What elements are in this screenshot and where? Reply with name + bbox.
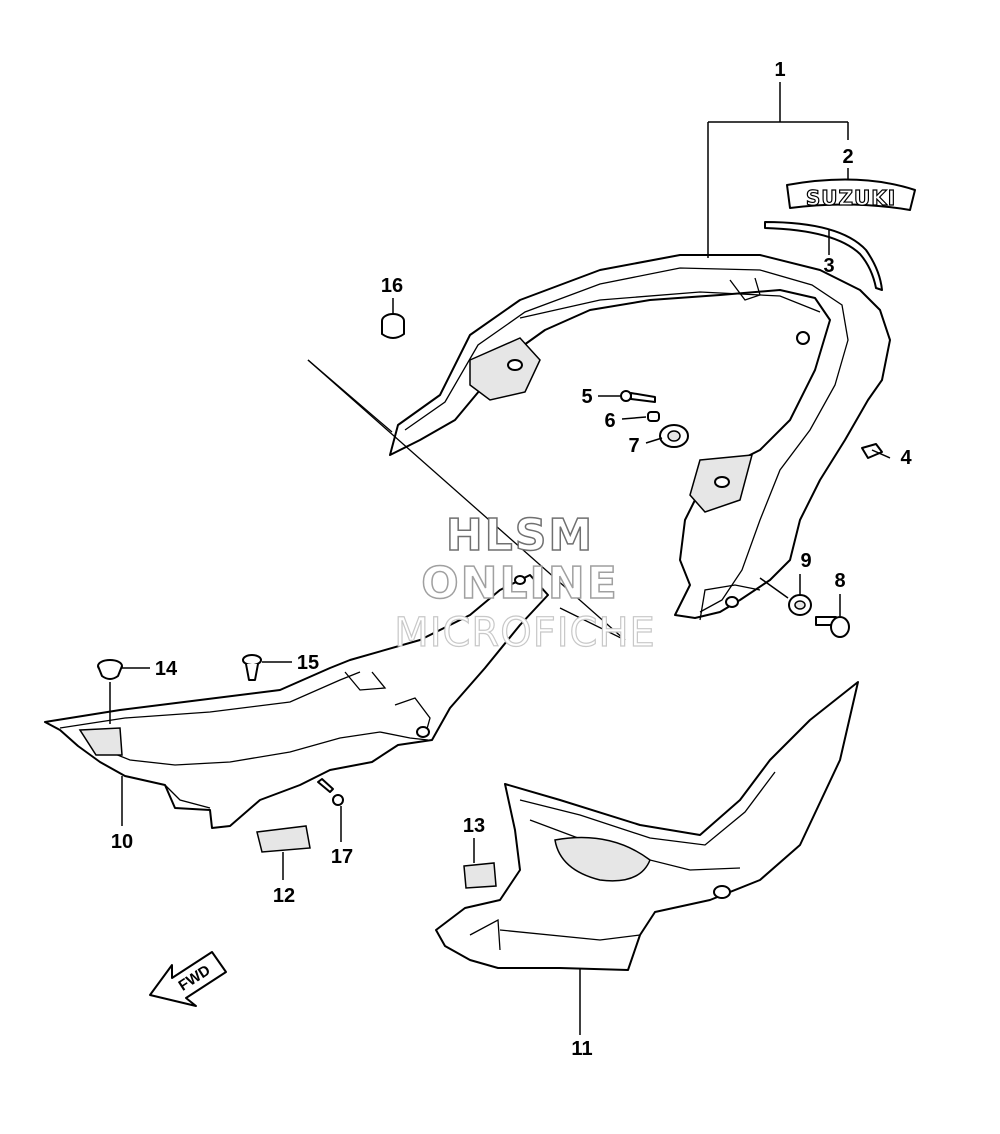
callout-16: 16 bbox=[381, 275, 403, 297]
side-cover-left bbox=[44, 574, 549, 829]
watermark-cross bbox=[307, 359, 626, 641]
watermark-line-1: HLSM bbox=[446, 510, 594, 561]
watermark-line-3: MICROFICHE bbox=[394, 610, 656, 656]
callout-17: 17 bbox=[331, 846, 353, 868]
tail-cowling bbox=[389, 254, 891, 621]
grommet-16 bbox=[381, 313, 405, 339]
callout-13: 13 bbox=[463, 815, 485, 837]
callout-2: 2 bbox=[842, 146, 853, 168]
callout-1: 1 bbox=[774, 59, 785, 81]
callout-10: 10 bbox=[111, 831, 133, 853]
leader-lines bbox=[109, 82, 891, 1035]
cushion-9 bbox=[788, 594, 812, 616]
callout-labels: 1 2 3 4 5 6 7 8 9 10 11 12 13 14 15 16 1… bbox=[111, 59, 913, 1060]
tape-strip bbox=[764, 221, 883, 291]
callout-5: 5 bbox=[581, 386, 592, 408]
callout-14: 14 bbox=[155, 658, 178, 680]
callout-7: 7 bbox=[628, 435, 639, 457]
bolt-5 bbox=[620, 390, 656, 403]
callout-3: 3 bbox=[823, 255, 834, 277]
fwd-arrow: FWD bbox=[149, 951, 227, 1007]
callout-15: 15 bbox=[297, 652, 319, 674]
screw-17 bbox=[317, 778, 344, 806]
nut-4 bbox=[861, 443, 883, 459]
side-cover-right bbox=[435, 681, 859, 971]
pad-12 bbox=[256, 825, 311, 853]
collar-6 bbox=[647, 411, 660, 422]
decal-text: SUZUKI bbox=[806, 186, 896, 210]
callout-4: 4 bbox=[900, 447, 912, 469]
bolt-8 bbox=[815, 616, 850, 638]
suzuki-decal: SUZUKI bbox=[786, 178, 916, 211]
grommet-14 bbox=[97, 659, 123, 680]
cushion-7 bbox=[659, 424, 689, 448]
callout-11: 11 bbox=[571, 1038, 592, 1060]
callout-6: 6 bbox=[604, 410, 615, 432]
callout-12: 12 bbox=[273, 885, 295, 907]
watermark-line-2: ONLINE bbox=[421, 558, 619, 609]
rivet-15 bbox=[242, 654, 262, 681]
callout-8: 8 bbox=[834, 570, 845, 592]
pad-13 bbox=[463, 862, 497, 889]
callout-9: 9 bbox=[800, 550, 811, 572]
